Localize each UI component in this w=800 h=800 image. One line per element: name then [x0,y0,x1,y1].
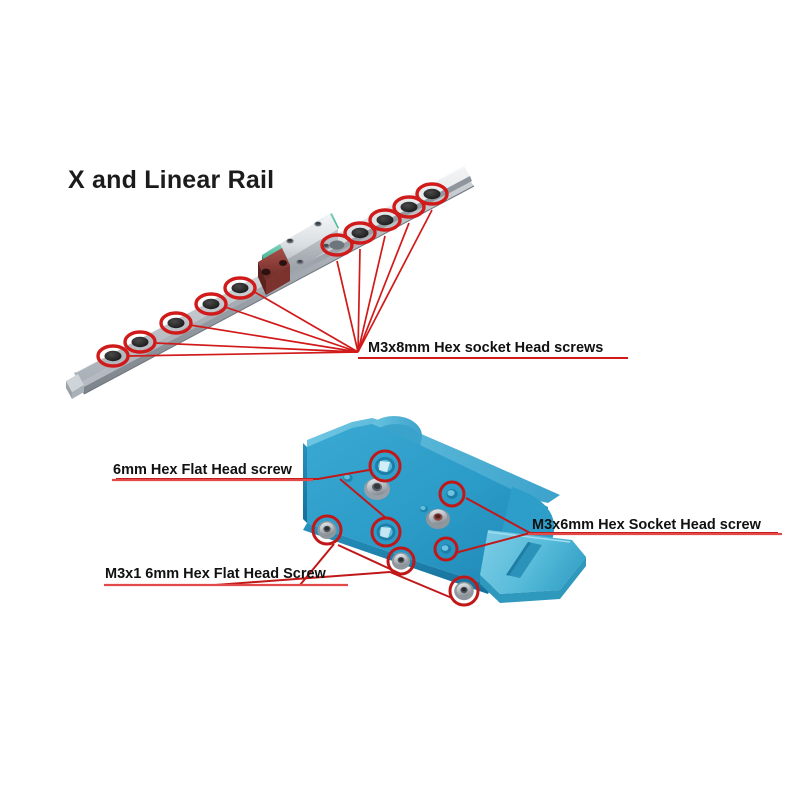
installed-flat-screws [317,521,474,601]
callout-label-flat-m3x16: M3x1 6mm Hex Flat Head Screw [105,566,326,582]
callout-socket-m3x6-rings [433,480,466,562]
installed-socket-screws [364,478,450,529]
x-axis-bracket [104,416,782,607]
plate-plain-holes [343,474,428,513]
rail-callout-leaders [127,209,433,357]
rail-hole-highlights [96,182,449,368]
mount-block [258,248,290,295]
callout-label-rail-screws: M3x8mm Hex socket Head screws [368,340,604,356]
countersunk-holes [375,457,396,541]
callout-hex-flat-6mm-rings [368,449,402,548]
callout-label-socket-m3x6: M3x6mm Hex Socket Head screw [532,517,761,533]
linear-rail-assembly [66,164,628,399]
callout-label-hex-flat-6mm: 6mm Hex Flat Head screw [113,462,292,478]
page-title: X and Linear Rail [68,166,275,194]
rail-screw-holes [104,188,441,362]
base-foot [480,530,586,603]
socket-m3x6-holes [440,489,458,554]
plate-left-edge [303,443,307,523]
callout-flat-m3x16-rings [311,514,480,607]
